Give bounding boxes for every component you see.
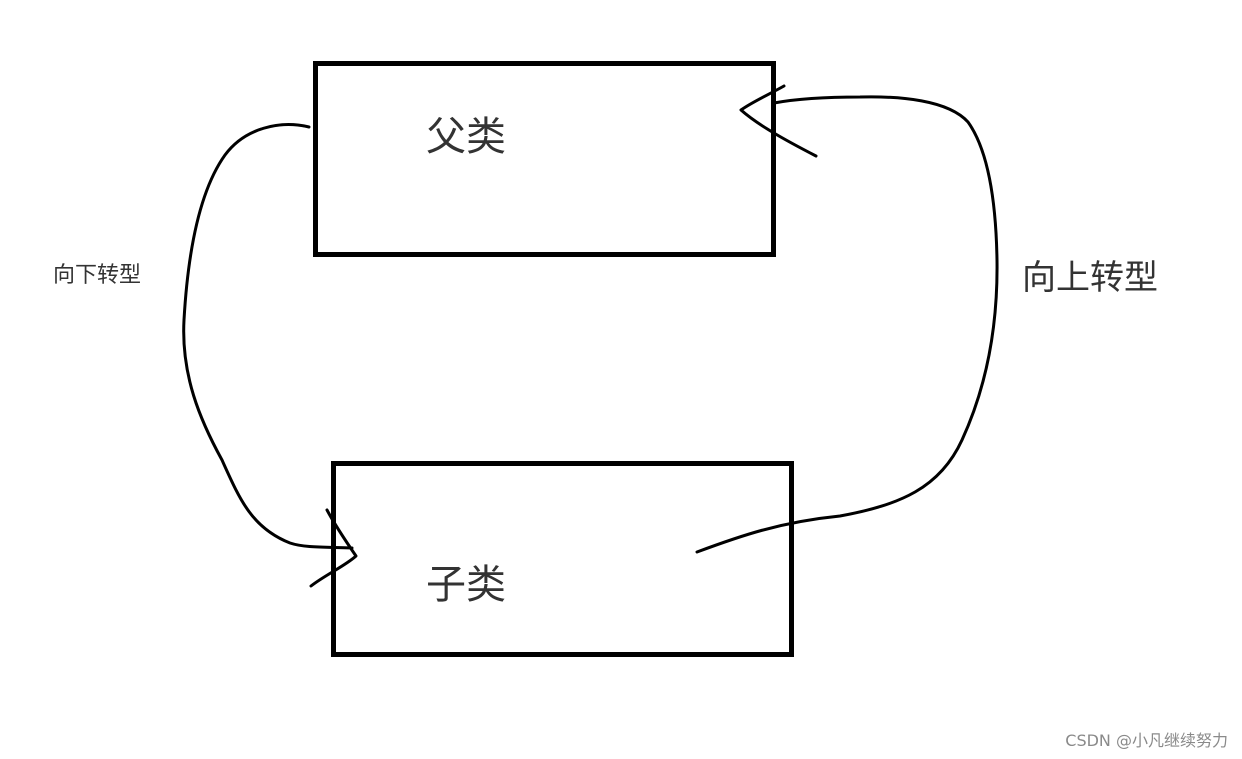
parent-class-box (313, 61, 776, 257)
watermark-text: CSDN @小凡继续努力 (1065, 731, 1228, 750)
upcast-arrow-line (695, 95, 999, 554)
parent-class-label: 父类 (426, 114, 506, 160)
child-class-label: 子类 (426, 562, 506, 608)
downcast-arrowhead (309, 508, 358, 588)
downcast-arrow-line (182, 123, 354, 550)
downcast-label: 向下转型 (53, 263, 142, 288)
child-class-box (331, 461, 794, 657)
upcast-label: 向上转型 (1022, 258, 1158, 298)
upcast-arrowhead (739, 84, 818, 158)
